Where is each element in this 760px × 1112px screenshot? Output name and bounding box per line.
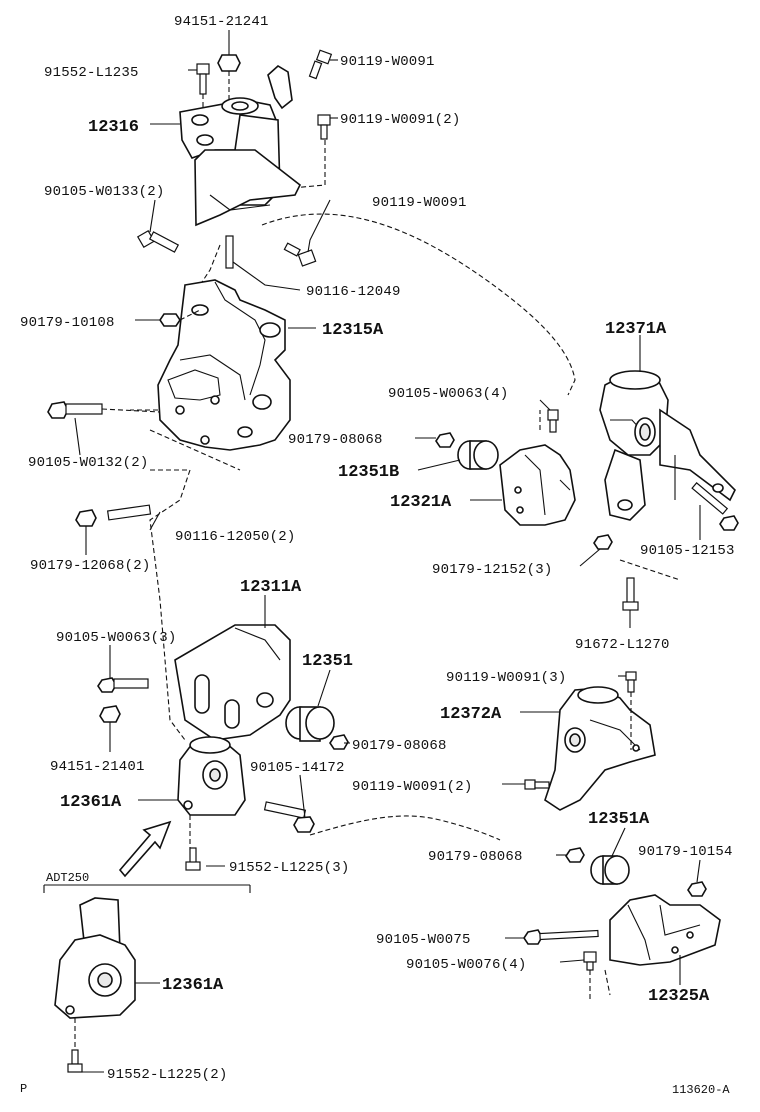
label-90179-08068-a: 90179-08068 bbox=[288, 432, 383, 448]
label-90119-W0091-3: 90119-W0091(3) bbox=[446, 670, 566, 686]
bolt-90105-W0076-4 bbox=[583, 951, 597, 971]
mount-12371A bbox=[599, 370, 736, 521]
bracket-12321A bbox=[499, 444, 576, 526]
label-91552-L1235: 91552-L1235 bbox=[44, 65, 139, 81]
label-90119-W0091-2a: 90119-W0091(2) bbox=[340, 112, 460, 128]
label-12372A: 12372A bbox=[440, 705, 502, 724]
bolt-90105-W0063-4 bbox=[547, 409, 559, 433]
label-90119-W0091-b: 90119-W0091 bbox=[372, 195, 467, 211]
leader-lines bbox=[74, 30, 701, 1073]
label-12361A-a: 12361A bbox=[60, 793, 122, 812]
bolt-90119-W0091-2b bbox=[524, 779, 550, 790]
nut-90179-08068-c bbox=[565, 847, 585, 863]
nut-90179-08068-b bbox=[329, 734, 349, 750]
cushion-12351B bbox=[457, 440, 499, 470]
bolt-90105-14172 bbox=[263, 801, 315, 833]
label-90179-12068: 90179-12068(2) bbox=[30, 558, 150, 574]
label-90105-14172: 90105-14172 bbox=[250, 760, 345, 776]
nut-90179-12152 bbox=[593, 534, 613, 550]
label-90116-12050: 90116-12050(2) bbox=[175, 529, 295, 545]
bolt-90105-12153 bbox=[691, 482, 739, 531]
cushion-12351A bbox=[590, 855, 630, 885]
bolt-90105-W0133 bbox=[136, 229, 180, 253]
label-90179-08068-c: 90179-08068 bbox=[428, 849, 523, 865]
nut-90179-10108 bbox=[159, 309, 201, 327]
label-90179-10154: 90179-10154 bbox=[638, 844, 733, 860]
mount-12361A bbox=[177, 736, 246, 816]
label-12315A: 12315A bbox=[322, 321, 384, 340]
bracket-12325A bbox=[609, 894, 721, 966]
label-94151-21241: 94151-21241 bbox=[174, 14, 269, 30]
label-12361A-b: 12361A bbox=[162, 976, 224, 995]
label-90105-12153: 90105-12153 bbox=[640, 543, 735, 559]
cushion-12351 bbox=[285, 706, 335, 742]
part-labels: 94151-21241 91552-L1235 90119-W0091 1231… bbox=[20, 14, 735, 1097]
stud-90116-12050 bbox=[106, 504, 152, 521]
bracket-12311A bbox=[174, 624, 291, 741]
label-90119-W0091-a: 90119-W0091 bbox=[340, 54, 435, 70]
label-91552-L1225-3: 91552-L1225(3) bbox=[229, 860, 349, 876]
bolt-90105-W0063-3 bbox=[97, 677, 149, 693]
nut-94151-21241 bbox=[217, 54, 241, 100]
label-P: P bbox=[20, 1082, 27, 1096]
label-12371A: 12371A bbox=[605, 320, 667, 339]
label-113620-A: 113620-A bbox=[672, 1083, 730, 1097]
inset-adt250 bbox=[43, 884, 251, 1073]
label-90105-W0132: 90105-W0132(2) bbox=[28, 455, 148, 471]
mount-12316 bbox=[179, 65, 302, 227]
nut-90179-10154 bbox=[687, 881, 707, 897]
mount-12372A bbox=[544, 686, 656, 811]
label-90105-W0076: 90105-W0076(4) bbox=[406, 957, 526, 973]
nut-90179-12068 bbox=[75, 509, 97, 527]
label-90179-12152: 90179-12152(3) bbox=[432, 562, 552, 578]
label-90119-W0091-2b: 90119-W0091(2) bbox=[352, 779, 472, 795]
label-12351B: 12351B bbox=[338, 463, 399, 482]
label-12311A: 12311A bbox=[240, 578, 302, 597]
label-12351: 12351 bbox=[302, 652, 353, 671]
label-12325A: 12325A bbox=[648, 987, 710, 1006]
label-90116-12049: 90116-12049 bbox=[306, 284, 401, 300]
nut-94151-21401 bbox=[99, 705, 121, 723]
nut-90179-08068-a bbox=[435, 432, 455, 448]
label-90105-W0075: 90105-W0075 bbox=[376, 932, 471, 948]
label-12316: 12316 bbox=[88, 118, 139, 137]
bolt-90119-W0091-top bbox=[308, 49, 333, 80]
bolt-90105-W0075 bbox=[523, 929, 599, 945]
label-94151-21401: 94151-21401 bbox=[50, 759, 145, 775]
label-90179-10108: 90179-10108 bbox=[20, 315, 115, 331]
bolt-91672-L1270 bbox=[622, 577, 639, 611]
bolt-90119-W0091-2 bbox=[317, 114, 331, 140]
label-12321A: 12321A bbox=[390, 493, 452, 512]
label-91552-L1225-2: 91552-L1225(2) bbox=[107, 1067, 227, 1083]
label-12351A: 12351A bbox=[588, 810, 650, 829]
front-arrow-icon bbox=[118, 820, 172, 878]
bracket-12315A bbox=[157, 279, 291, 451]
label-90179-08068-b: 90179-08068 bbox=[352, 738, 447, 754]
label-90105-W0133: 90105-W0133(2) bbox=[44, 184, 164, 200]
bolt-90119-W0091-mid bbox=[283, 242, 317, 267]
bolt-90119-W0091-3 bbox=[625, 671, 637, 750]
stud-90116-12049 bbox=[225, 235, 234, 269]
label-90105-W0063-3: 90105-W0063(3) bbox=[56, 630, 176, 646]
label-91672-L1270: 91672-L1270 bbox=[575, 637, 670, 653]
bolt-91552-L1235 bbox=[196, 63, 210, 110]
bolt-90105-W0132 bbox=[47, 401, 161, 419]
label-90105-W0063-4: 90105-W0063(4) bbox=[388, 386, 508, 402]
label-ADT250: ADT250 bbox=[46, 871, 89, 885]
bolt-91552-L1225-3 bbox=[185, 847, 201, 871]
